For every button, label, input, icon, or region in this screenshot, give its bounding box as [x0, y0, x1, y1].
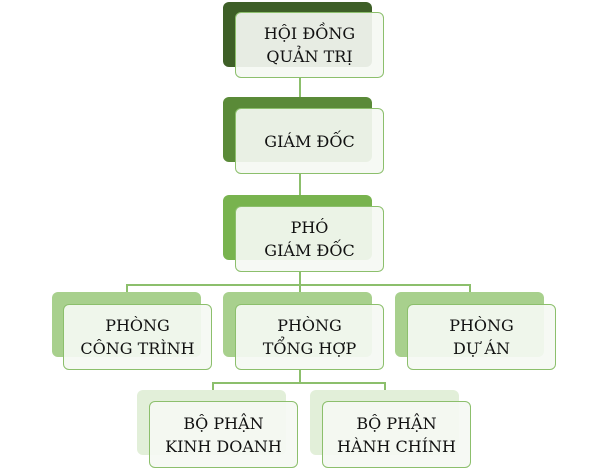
connector — [126, 284, 128, 293]
node-label: PHÒNG — [449, 316, 514, 335]
connector — [299, 271, 301, 284]
node-general[interactable]: PHÒNG TỔNG HỢP — [235, 304, 384, 370]
node-label: HỘI ĐỒNG — [263, 24, 356, 43]
node-label: QUẢN TRỊ — [266, 47, 353, 66]
node-label: TỔNG HỢP — [262, 339, 357, 358]
node-label: HÀNH CHÍNH — [336, 436, 456, 456]
node-label: PHÒNG — [277, 316, 342, 335]
connector — [212, 382, 214, 391]
node-label: DỰ ÁN — [453, 339, 510, 358]
node-label: BỘ PHẬN — [183, 413, 264, 433]
connector — [469, 284, 471, 293]
node-business[interactable]: BỘ PHẬN KINH DOANH — [149, 401, 298, 468]
node-deputy[interactable]: PHÓ GIÁM ĐỐC — [235, 206, 384, 272]
node-director[interactable]: GIÁM ĐỐC — [235, 108, 384, 174]
node-label: GIÁM ĐỐC — [264, 131, 355, 151]
node-construction[interactable]: PHÒNG CÔNG TRÌNH — [63, 304, 212, 370]
connector — [299, 78, 301, 108]
connector — [126, 284, 470, 286]
node-label: PHÓ — [290, 218, 329, 237]
node-board[interactable]: HỘI ĐỒNG QUẢN TRỊ — [235, 12, 384, 78]
node-label: PHÒNG — [105, 316, 170, 335]
node-label: GIÁM ĐỐC — [264, 241, 355, 260]
node-admin[interactable]: BỘ PHẬN HÀNH CHÍNH — [322, 401, 471, 468]
node-label: BỘ PHẬN — [356, 413, 437, 433]
connector — [212, 382, 385, 384]
node-label: CÔNG TRÌNH — [80, 339, 195, 358]
connector — [384, 382, 386, 391]
connector — [299, 174, 301, 206]
node-projects[interactable]: PHÒNG DỰ ÁN — [407, 304, 556, 370]
connector — [299, 370, 301, 382]
node-label: KINH DOANH — [165, 436, 282, 456]
